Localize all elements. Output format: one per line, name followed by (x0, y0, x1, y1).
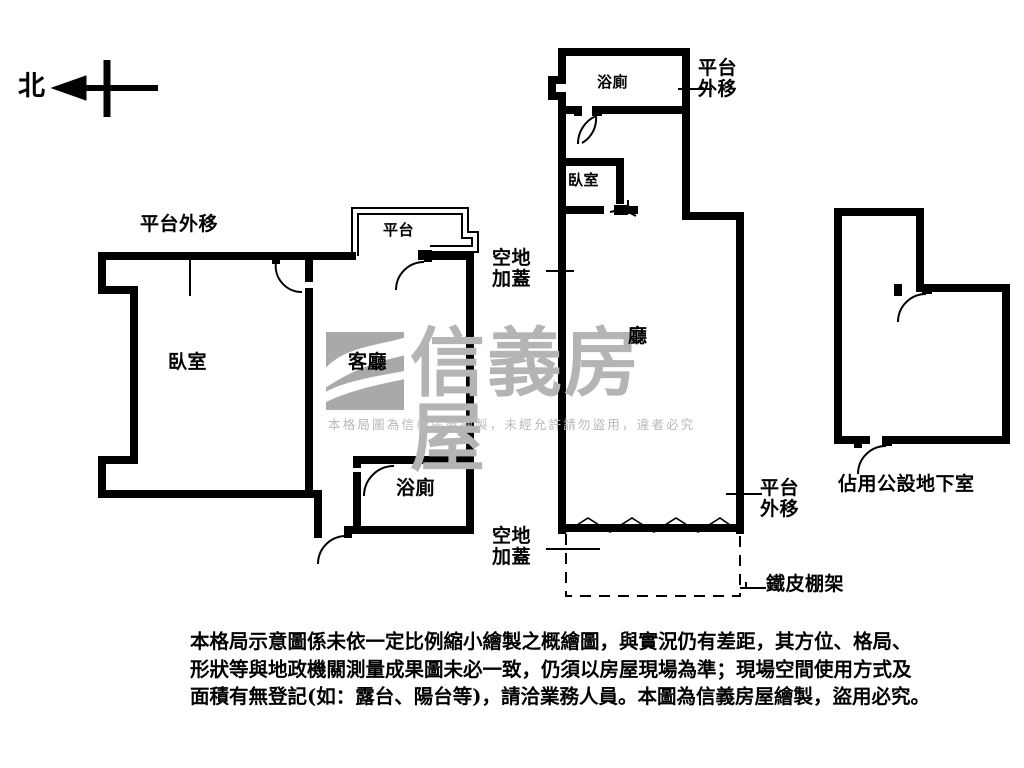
label-platform-left: 平台 (383, 221, 415, 239)
left-unit-door-arcs (274, 261, 425, 565)
metal-canopy-outline (565, 534, 741, 597)
right-unit-door-jambs (854, 284, 932, 448)
left-unit-platform-outline (351, 207, 479, 256)
middle-unit-door-jambs (574, 106, 628, 215)
north-arrow-icon (50, 60, 158, 117)
label-platform-relocated-left: 平台外移 (140, 213, 219, 235)
disclaimer-line-1: 本格局示意圖係未依一定比例縮小繪製之概繪圖，與實況仍有差距，其方位、格局、 (190, 630, 912, 653)
label-platform-relocated-middle-top: 平台 外移 (698, 57, 738, 101)
watermark-notice-text: 本格局圖為信義房屋繪製，未經允許請勿盜用，違者必究 (328, 417, 696, 432)
label-bedroom-middle: 臥室 (568, 171, 600, 189)
right-unit-door-arcs (857, 293, 927, 475)
label-bathroom-left: 浴廁 (396, 477, 436, 499)
metal-canopy-zigzag (562, 517, 741, 533)
label-occupied-public-basement: 佔用公設地下室 (838, 473, 975, 495)
label-metal-canopy: 鐵皮棚架 (766, 573, 845, 595)
watermark-brand-text: 信義房屋 (410, 319, 642, 482)
right-unit-walls (834, 208, 1010, 444)
label-platform-relocated-middle-bottom: 平台 外移 (760, 477, 800, 521)
disclaimer: 本格局示意圖係未依一定比例縮小繪製之概繪圖，與實況仍有差距，其方位、格局、 形狀… (190, 628, 980, 711)
disclaimer-line-3: 面積有無登記(如：露台、陽台等)，請洽業務人員。本圖為信義房屋繪製，盜用必究。 (190, 685, 930, 709)
label-hall-middle: 廳 (628, 325, 648, 347)
label-bathroom-middle: 浴廁 (597, 73, 629, 91)
middle-leader-lines (546, 88, 766, 589)
label-vacant-land-covered-upper: 空地 加蓋 (492, 247, 532, 291)
label-bedroom-left: 臥室 (168, 351, 208, 373)
disclaimer-line-2: 形狀等與地政機關測量成果圖未必一致，仍須以房屋現場為準；現場空間使用方式及 (190, 657, 912, 681)
middle-unit-door-arcs (576, 115, 637, 217)
label-living-room-left: 客廳 (348, 351, 388, 373)
label-vacant-land-covered-lower: 空地 加蓋 (492, 525, 532, 569)
middle-unit-walls (548, 48, 744, 534)
compass-north-label: 北 (18, 71, 46, 102)
